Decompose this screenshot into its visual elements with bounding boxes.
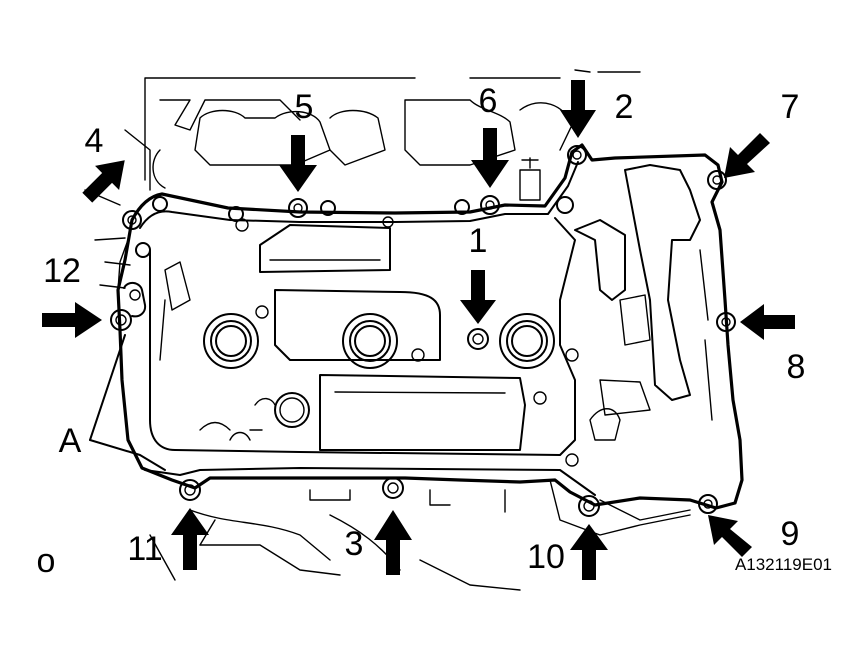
bolt-head-2 [567,145,587,165]
engine-block-background [84,69,691,591]
arrow-9 [708,515,752,557]
bolt-label-9: 9 [781,515,800,553]
bolt-heads [110,145,736,517]
arrow-4 [82,160,125,203]
bolt-label-7: 7 [781,88,800,126]
bolt-label-5: 5 [295,88,314,126]
bolt-label-8: 8 [787,348,806,386]
arrow-10 [570,524,608,580]
arrow-8 [740,304,795,340]
bolt-head-10 [578,495,600,517]
bolt-head-8 [716,312,736,332]
bolt-label-12: 12 [43,252,81,290]
detail-label-a: A [59,422,82,460]
bolt-head-6 [480,195,500,215]
arrows [42,80,795,580]
bolt-label-11: 11 [127,530,162,568]
bolt-labels: 1 2 3 4 5 6 7 8 9 10 11 12 [43,82,805,576]
arrow-1 [460,270,496,324]
bolt-head-3 [382,477,404,499]
arrow-5 [279,135,317,192]
bolt-label-1: 1 [469,222,488,260]
bolt-label-6: 6 [479,82,498,120]
bolt-head-5 [288,198,308,218]
bolt-head-12 [110,309,132,331]
corner-mark: o [37,542,56,580]
arrow-3 [374,510,412,575]
spark-plug-holes [203,313,555,428]
bolt-head-1 [467,328,489,350]
bolt-label-4: 4 [85,122,104,160]
aux-bolt-heads [135,196,574,258]
arrow-11 [171,508,209,570]
figure-code: A132119E01 [735,555,832,574]
bolt-label-2: 2 [615,88,634,126]
bolt-head-9 [698,494,718,514]
head-cover-body [116,143,744,510]
bolt-label-10: 10 [527,538,565,576]
arrow-2 [560,80,596,138]
bolt-head-11 [179,479,201,501]
arrow-6 [471,128,509,188]
bolt-head-7 [707,170,727,190]
arrow-7 [724,133,770,178]
arrow-12 [42,302,102,338]
bolt-head-4 [122,210,142,230]
detail-a-callout [89,334,166,471]
cover-details [129,157,579,467]
bolt-label-3: 3 [345,525,364,563]
